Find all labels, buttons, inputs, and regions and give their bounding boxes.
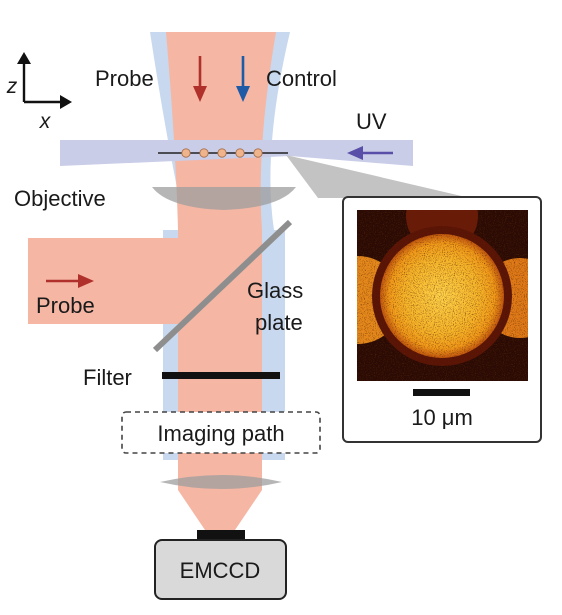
camera-mount: [197, 530, 245, 540]
scale-bar: [413, 389, 470, 396]
atom: [199, 148, 209, 158]
fluorescence-image: [357, 210, 528, 381]
x-axis-arrowhead-icon: [60, 95, 72, 109]
camera-label: EMCCD: [180, 558, 261, 583]
x-axis-label: x: [39, 110, 52, 133]
control-arrow-icon: [236, 56, 250, 102]
probe-top-label: Probe: [95, 66, 154, 91]
atom: [181, 148, 191, 158]
z-axis-arrowhead-icon: [17, 52, 31, 64]
imaging-path-label: Imaging path: [157, 421, 284, 446]
atom: [253, 148, 263, 158]
probe-beam: [166, 32, 276, 230]
imaging-lens: [160, 475, 282, 489]
uv-arrow-icon: [347, 146, 393, 160]
glass-label-line1: Glass: [247, 278, 303, 303]
probe-arrow-icon: [193, 56, 207, 102]
objective-label: Objective: [14, 186, 106, 211]
probe-cone: [178, 450, 262, 530]
z-axis-label: z: [6, 75, 18, 98]
atom: [235, 148, 245, 158]
zoom-callout: [286, 155, 470, 198]
control-label: Control: [266, 66, 337, 91]
uv-label: UV: [356, 109, 387, 134]
scale-bar-label: 10 μm: [411, 405, 473, 430]
inset-panel: 10 μm: [342, 196, 542, 443]
glass-plate: [152, 219, 293, 353]
probe-side-label: Probe: [36, 293, 95, 318]
filter: [162, 372, 280, 379]
side-probe-arrow-icon: [46, 274, 94, 288]
atom-array: [181, 148, 263, 158]
objective-lens: [152, 187, 296, 210]
atom: [217, 148, 227, 158]
axes: [17, 52, 72, 109]
glass-label-line2: plate: [255, 310, 303, 335]
emccd-camera: [154, 539, 287, 600]
filter-label: Filter: [83, 365, 132, 390]
imaging-path-box: [121, 411, 321, 454]
